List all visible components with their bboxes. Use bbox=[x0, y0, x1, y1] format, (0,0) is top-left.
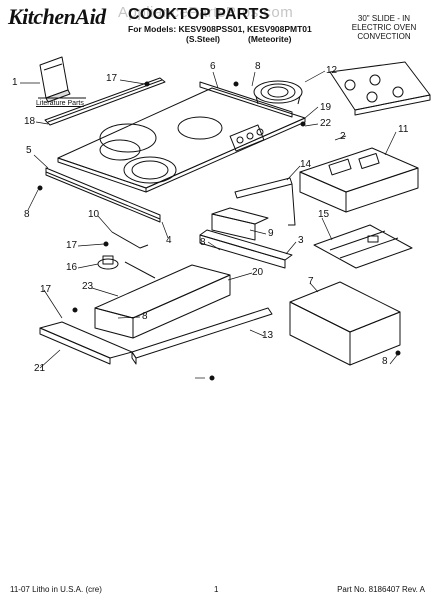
part-literature bbox=[38, 56, 86, 103]
callout-8c: 8 bbox=[200, 237, 206, 248]
part-3-channel bbox=[199, 229, 293, 269]
callout-8b: 8 bbox=[24, 209, 30, 220]
callout-4: 4 bbox=[166, 235, 172, 246]
screws bbox=[37, 81, 401, 381]
part-15-frame bbox=[313, 224, 413, 269]
leader-lines bbox=[20, 70, 399, 379]
footer-print-info: 11-07 Litho in U.S.A. (cre) bbox=[10, 585, 102, 594]
callout-15: 15 bbox=[318, 209, 330, 220]
callout-20: 20 bbox=[252, 267, 264, 278]
callout-22: 22 bbox=[320, 118, 332, 129]
product-description: 30" SLIDE - IN ELECTRIC OVEN CONVECTION bbox=[339, 14, 429, 41]
callout-16: 16 bbox=[66, 262, 78, 273]
callout-19: 19 bbox=[320, 102, 332, 113]
part-2-panel bbox=[329, 61, 431, 116]
part-13-rail bbox=[131, 307, 273, 365]
model-list: For Models: KESV908PSS01, KESV908PMT01 (… bbox=[128, 24, 312, 44]
callout-2: 2 bbox=[340, 131, 346, 142]
part-18-trim bbox=[44, 77, 166, 126]
callout-1: 1 bbox=[12, 77, 18, 88]
callout-13: 13 bbox=[262, 330, 274, 341]
callout-18: 18 bbox=[24, 116, 36, 127]
part-12-element bbox=[253, 80, 303, 105]
part-16-knob bbox=[97, 255, 119, 270]
callout-17c: 17 bbox=[40, 284, 52, 295]
part-11-control-box bbox=[299, 147, 419, 213]
part-21-bottom-trim bbox=[39, 321, 133, 365]
page-title: COOKTOP PARTS bbox=[128, 6, 270, 23]
part-4-cooktop-glass bbox=[57, 87, 306, 193]
part-23-rail bbox=[94, 264, 231, 339]
models-line: For Models: KESV908PSS01, KESV908PMT01 bbox=[128, 24, 312, 34]
part-7-base-pan bbox=[289, 281, 401, 366]
callout-8d: 8 bbox=[142, 311, 148, 322]
callout-7: 7 bbox=[308, 276, 314, 287]
part-6-rear-trim bbox=[199, 81, 293, 118]
callout-14: 14 bbox=[300, 159, 312, 170]
callout-8: 8 bbox=[255, 61, 261, 72]
callout-6: 6 bbox=[210, 61, 216, 72]
callout-17b: 17 bbox=[66, 240, 78, 251]
variant-meteorite: (Meteorite) bbox=[248, 34, 292, 44]
callout-21: 21 bbox=[34, 363, 46, 374]
callout-23: 23 bbox=[82, 281, 94, 292]
footer-page-number: 1 bbox=[214, 585, 219, 594]
part-9-bracket bbox=[211, 207, 269, 241]
watermark: AppliancePartsPros.com bbox=[118, 4, 294, 21]
callout-9: 9 bbox=[268, 228, 274, 239]
callout-11: 11 bbox=[398, 124, 409, 135]
part-10-rod bbox=[111, 231, 156, 279]
literature-label: Literature Parts bbox=[36, 100, 84, 107]
callout-8e: 8 bbox=[382, 356, 388, 367]
footer-part-number: Part No. 8186407 Rev. A bbox=[337, 585, 425, 594]
corner-line-2: ELECTRIC OVEN bbox=[351, 23, 417, 32]
callout-10: 10 bbox=[88, 209, 100, 220]
callout-12: 12 bbox=[326, 65, 338, 76]
corner-line-1: 30" SLIDE - IN bbox=[357, 14, 411, 23]
callout-17: 17 bbox=[106, 73, 118, 84]
variant-stainless: (S.Steel) bbox=[186, 34, 221, 44]
callout-5: 5 bbox=[26, 145, 32, 156]
part-14-cable bbox=[234, 177, 296, 226]
callout-3: 3 bbox=[298, 235, 304, 246]
corner-line-3: CONVECTION bbox=[357, 32, 411, 41]
part-5-front-rail bbox=[45, 167, 161, 223]
brand-logo: KitchenAid bbox=[8, 4, 106, 29]
